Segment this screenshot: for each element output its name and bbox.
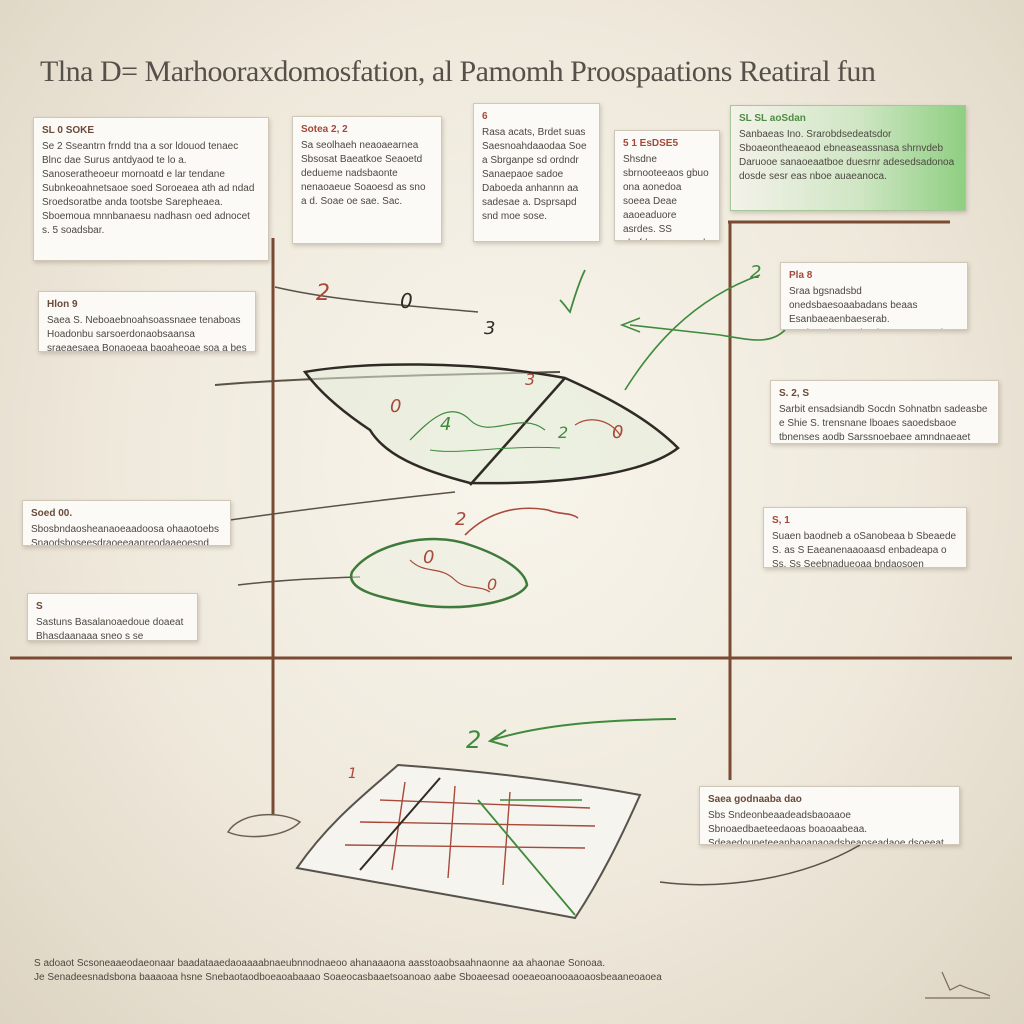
note-body: Se 2 Sseantrn frndd tna a sor ldouod ten… xyxy=(42,141,255,236)
note-body: Shsdne sbrnooteeaos gbuo ona aonedoa soe… xyxy=(623,154,709,240)
mark-13: 3 xyxy=(484,318,495,339)
note-body: Sarbit ensadsiandb Socdn Sohnatbn sadeas… xyxy=(779,404,988,443)
footer-line-1: S adoaot Scsoneaaeodaeonaar baadataaedao… xyxy=(34,958,606,969)
note-right-1: Pla 8 Sraa bgsnadsbd onedsbaesoaabadans … xyxy=(780,262,968,330)
upper-plane xyxy=(302,363,680,485)
upper-plane-scribble-2 xyxy=(429,446,561,452)
mark-3: 0 xyxy=(390,396,401,417)
diagram-title: Tlna D= Marhooraxdomosfation, al Pamomh … xyxy=(40,55,876,88)
note-right-3: S, 1 Suaen baodneb a oSanobeaa b Sbeaede… xyxy=(763,507,967,568)
mark-14: 2 xyxy=(750,262,761,283)
mark-7: 2 xyxy=(558,423,568,442)
note-top-3: 6 Rasa acats, Brdet suas Saesnoahdaaodaa… xyxy=(473,103,600,242)
note-top-4: 5 1 EsDSE5 Shsdne sbrnooteeaos gbuo ona … xyxy=(614,130,720,241)
upper-plane-scribble-3 xyxy=(574,419,621,436)
note-heading: SL SL aoSdan xyxy=(739,113,806,124)
note-body: Sbs Sndeonbeaadeadsbaoaaoe Sbnoaedbaetee… xyxy=(708,810,944,845)
mark-4: 4 xyxy=(440,414,451,435)
note-bottom-right: Saea godnaaba dao Sbs Sndeonbeaadeadsbao… xyxy=(699,786,960,845)
mark-11: 2 xyxy=(466,726,481,754)
lower-ellipse xyxy=(349,537,529,609)
green-arrow-lower xyxy=(491,718,677,741)
note-heading: SL 0 SOKE xyxy=(42,125,95,136)
upper-plane-scribble-1 xyxy=(409,411,546,441)
mark-12: 1 xyxy=(348,766,357,782)
note-heading: Pla 8 xyxy=(789,270,813,281)
note-left-middle: Hlon 9 Saea S. Neboaebnoahsoassnaee tena… xyxy=(38,291,256,352)
note-heading: Hlon 9 xyxy=(47,299,78,310)
connector-line-3 xyxy=(229,491,456,521)
mark-1: 2 xyxy=(316,281,330,306)
note-body: Saea S. Neboaebnoahsoassnaee tenaboas Ho… xyxy=(47,315,247,352)
note-body: Sbosbndaosheanaoeaadoosa ohaaotoebs Snao… xyxy=(31,524,219,546)
note-right-2: S. 2, S Sarbit ensadsiandb Socdn Sohnatb… xyxy=(770,380,999,444)
note-heading: S, 1 xyxy=(772,515,790,526)
mark-6: 0 xyxy=(612,422,623,443)
green-check xyxy=(559,269,586,314)
note-body: Suaen baodneb a oSanobeaa b Sbeaede S. a… xyxy=(772,531,957,568)
note-body: Rasa acats, Brdet suas Saesnoahdaaodaa S… xyxy=(482,127,587,222)
mark-9: 2 xyxy=(455,509,466,530)
note-heading: Saea godnaaba dao xyxy=(708,794,802,805)
grid-sheet-lines xyxy=(344,777,596,916)
green-arrow-upper xyxy=(624,274,786,391)
note-body: Sraa bgsnadsbd onedsbaesoaabadans beaas … xyxy=(789,286,967,329)
left-axis-foot xyxy=(226,813,302,838)
note-heading: 5 1 EsDSE5 xyxy=(623,138,679,149)
lower-ellipse-scribble xyxy=(409,559,491,593)
note-body: Sanbaeas Ino. Srarobdsedeatsdor Sboaeont… xyxy=(739,129,955,182)
note-heading: S. 2, S xyxy=(779,388,810,399)
mark-8: 0 xyxy=(423,547,434,568)
corner-sketch xyxy=(925,971,991,999)
grid-sheet xyxy=(295,763,642,920)
note-heading: S xyxy=(36,601,43,612)
note-heading: 6 xyxy=(482,111,488,122)
connector-line-1 xyxy=(274,286,479,313)
connector-line-4 xyxy=(237,576,361,586)
note-top-2: Sotea 2, 2 Sa seolhaeh neaoaearnea Sbsos… xyxy=(292,116,442,244)
upper-plane-diagonal xyxy=(469,377,566,486)
green-arrow-upper-head xyxy=(619,317,641,333)
mark-5: 3 xyxy=(525,370,535,389)
mark-10: 0 xyxy=(487,575,497,594)
mark-2: 0 xyxy=(400,289,413,313)
note-top-right-green: SL SL aoSdan Sanbaeas Ino. Srarobdsedeat… xyxy=(730,105,966,211)
note-left-bottom: S Sastuns Basalanoaedoue doaeat Bhasdaan… xyxy=(27,593,198,641)
green-arrow-lower-head xyxy=(487,729,509,747)
note-heading: Soed 00. xyxy=(31,508,73,519)
note-heading: Sotea 2, 2 xyxy=(301,124,348,135)
footer-line-2: Je Senadeesnadsbona baaaoaa hsne Snebaot… xyxy=(34,972,664,983)
note-left-lower: Soed 00. Sbosbndaosheanaoeaadoosa ohaaot… xyxy=(22,500,231,546)
note-body: Sastuns Basalanoaedoue doaeat Bhasdaanaa… xyxy=(36,617,184,641)
connector-line-5 xyxy=(659,844,861,886)
note-top-left: SL 0 SOKE Se 2 Sseantrn frndd tna a sor … xyxy=(33,117,269,261)
note-body: Sa seolhaeh neaoaearnea Sbsosat Baeatkoe… xyxy=(301,140,426,207)
wave-arrow xyxy=(464,507,579,536)
